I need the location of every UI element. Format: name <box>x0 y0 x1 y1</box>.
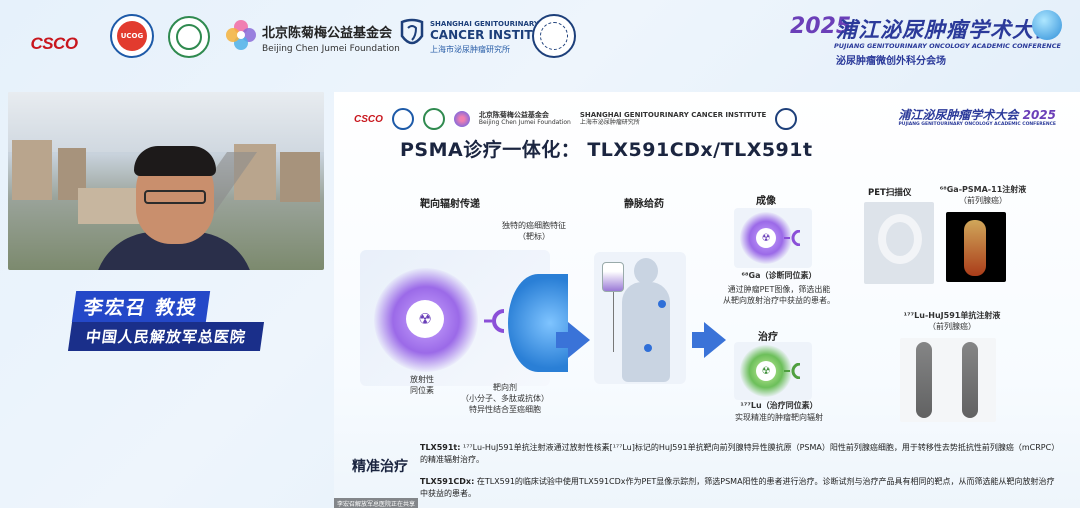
slide-conference-title: 浦江泌尿肿瘤学术大会 2025 <box>898 108 1056 122</box>
university-small-logo <box>775 108 798 130</box>
targeting-agent-label: 靶向剂 （小分子、多肽或抗体） 特异性结合至癌细胞 <box>461 383 549 415</box>
lu-huj-scan-image <box>900 338 996 422</box>
slide-title: PSMA诊疗一体化： TLX591CDx/TLX591t <box>400 139 813 161</box>
mascot-icon <box>1032 10 1062 40</box>
sgci-name: SHANGHAI GENITOURINARY CANCER INSTITUTE … <box>430 20 559 54</box>
antibody-icon <box>484 309 505 333</box>
radiation-icon: ☢ <box>756 228 776 248</box>
seal-small-logo <box>422 108 445 130</box>
foundation-name: 北京陈菊梅公益基金会 Beijing Chen Jumei Foundation <box>262 26 400 54</box>
arrow-right-icon <box>568 322 590 358</box>
arrow-right-icon <box>704 322 726 358</box>
association-seal-logo <box>168 16 210 58</box>
treatment-heading: 治疗 <box>758 332 778 343</box>
tlx591t-description: TLX591t: ¹⁷⁷Lu-HuJ591单抗注射液通过放射性核素[¹⁷⁷Lu]… <box>420 443 1060 464</box>
human-body-icon <box>622 282 670 382</box>
lu-isotope-label: ¹⁷⁷Lu（治疗同位素） <box>740 401 818 410</box>
csco-logo: CSCO <box>30 34 78 53</box>
speaker-organization: 中国人民解放军总医院 <box>67 322 265 351</box>
ga-psma-title: ⁶⁸Ga-PSMA-11注射液（前列腺癌） <box>939 185 1027 206</box>
unique-feature-label: 独特的癌细胞特征 （靶标） <box>502 221 566 242</box>
foundation-flower-logo <box>224 18 258 52</box>
speaker-name: 李宏召 教授 <box>71 291 211 322</box>
ga-psma-scan-image <box>946 212 1006 282</box>
treatment-panel: ☢ <box>734 342 812 400</box>
logo-banner: CSCO UCOG 北京陈菊梅公益基金会 Beijing Chen Jumei … <box>0 0 1080 88</box>
radiation-icon: ☢ <box>756 361 776 381</box>
university-seal-logo <box>532 14 576 58</box>
ucog-small-logo <box>391 108 414 130</box>
isotope-label: 放射性 同位素 <box>410 375 434 396</box>
ga-description: 通过肿瘤PET图像，筛选出能 从靶向放射治疗中获益的患者。 <box>723 285 835 306</box>
iv-heading: 静脉给药 <box>624 199 664 210</box>
sgci-logo <box>398 18 426 50</box>
lu-huj-title: ¹⁷⁷Lu-HuJ591单抗注射液（前列腺癌） <box>903 311 1001 332</box>
pet-scanner-label: PET扫描仪 <box>868 188 912 198</box>
iv-administration-panel <box>594 252 686 384</box>
flower-small-logo <box>453 111 470 127</box>
imaging-panel: ☢ <box>734 208 812 268</box>
ga-isotope-label: ⁶⁸Ga（诊断同位素） <box>741 271 817 280</box>
targeted-delivery-panel: ☢ <box>360 250 568 386</box>
tlx591cdx-description: TLX591CDx: 在TLX591的临床试验中使用TLX591CDx作为PET… <box>420 477 1055 498</box>
imaging-heading: 成像 <box>756 196 776 207</box>
screen-share-indicator: 李宏召解放军总医院正在共享 <box>334 498 419 508</box>
speaker-video <box>8 92 324 270</box>
conference-logo: 2025 浦江泌尿肿瘤学术大会 PUJIANG GENITOURINARY ON… <box>790 8 1070 68</box>
targeted-delivery-heading: 靶向辐射传递 <box>420 199 480 210</box>
lu-description: 实现精准的肿瘤靶向辐射 <box>735 413 823 422</box>
radiation-icon: ☢ <box>406 300 444 338</box>
ucog-logo: UCOG <box>110 14 154 58</box>
iv-bag-icon <box>602 262 624 292</box>
cancer-cell-icon <box>508 274 568 372</box>
pet-scanner-image <box>864 202 934 284</box>
precision-treatment-section: 精准治疗 TLX591t: ¹⁷⁷Lu-HuJ591单抗注射液通过放射性核素[¹… <box>344 440 1070 508</box>
precision-treatment-title: 精准治疗 <box>352 459 408 475</box>
